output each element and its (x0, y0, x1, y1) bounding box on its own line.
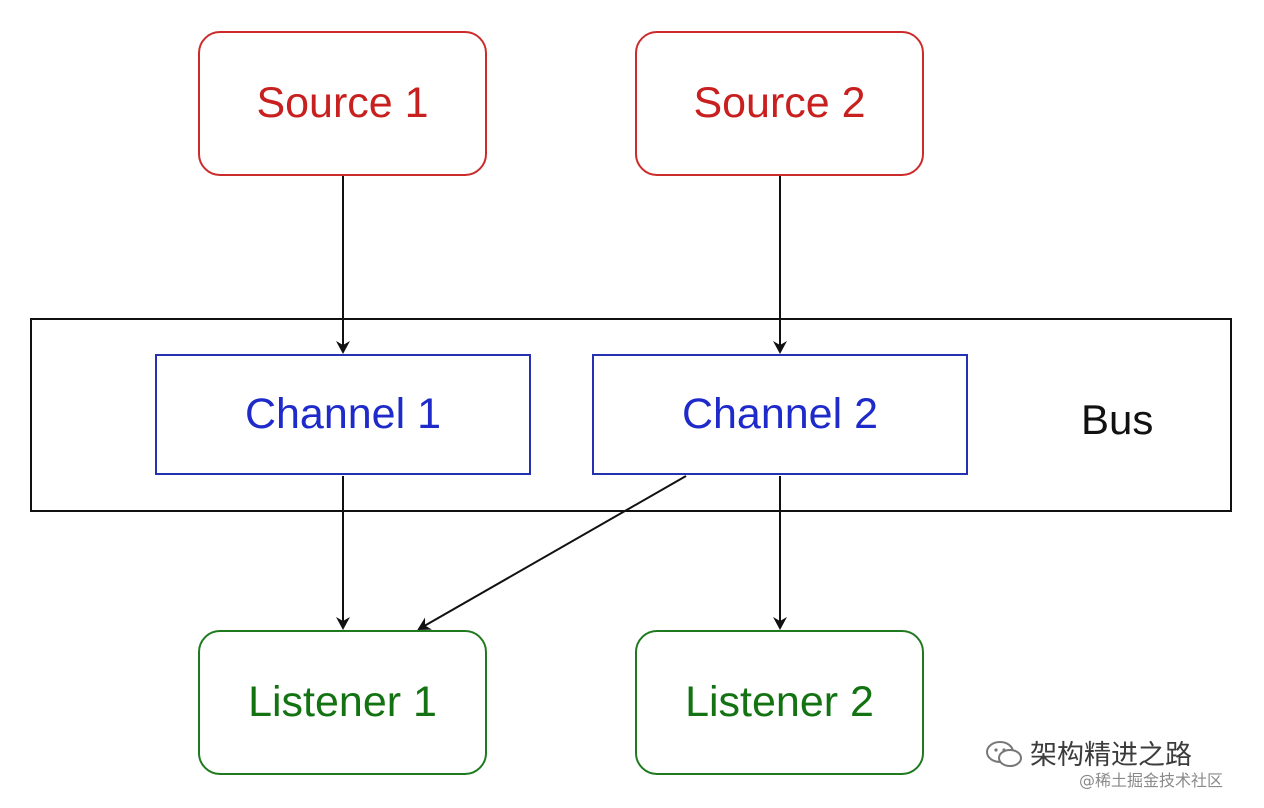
watermark-site: @稀土掘金技术社区 (1079, 771, 1224, 790)
wechat-logo-icon (986, 741, 1022, 767)
listener-2-label: Listener 2 (685, 678, 874, 726)
source-1-label: Source 1 (256, 79, 429, 127)
listener-1-label: Listener 1 (248, 678, 437, 726)
bus-label: Bus (1081, 396, 1154, 443)
bus-container (30, 318, 1232, 512)
source-1-node: Source 1 (198, 31, 487, 176)
listener-2-node: Listener 2 (635, 630, 924, 775)
source-2-label: Source 2 (693, 79, 866, 127)
channel-1-node: Channel 1 (155, 354, 531, 475)
watermark-account: 架构精进之路 (1030, 740, 1192, 771)
channel-2-node: Channel 2 (592, 354, 968, 475)
channel-1-label: Channel 1 (244, 390, 442, 438)
source-2-node: Source 2 (635, 31, 924, 176)
edge-channel2-listener1 (417, 475, 687, 630)
channel-2-label: Channel 2 (681, 390, 879, 438)
listener-1-node: Listener 1 (198, 630, 487, 775)
